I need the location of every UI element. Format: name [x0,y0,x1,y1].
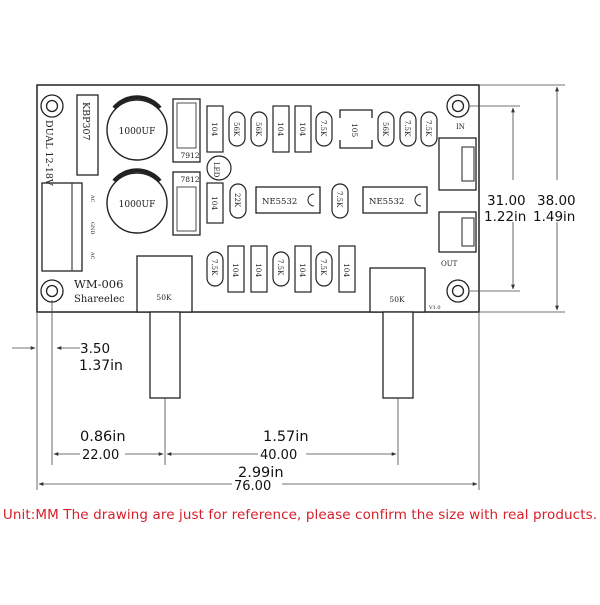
mounting-hole-top-left [40,94,64,118]
component-7-5k: 7.5K [315,111,333,147]
regulator-7812: 7812 [172,171,201,236]
component-104: 104 [338,245,356,293]
dimension-total-height-in: 1.49in [533,209,575,225]
dimension-height-mm: 31.00 [487,193,526,209]
capacitor-1-label: 1000UF [119,127,156,137]
power-label: DUAL 12-18V [43,120,54,186]
component-56k: 56K [250,111,268,147]
dimension-pot-spacing-in: 1.57in [263,429,309,445]
output-connector: OUT [438,211,477,268]
input-connector: IN [438,123,477,191]
mounting-hole-bottom-right [446,279,470,303]
top-component-row: 104 56K 56K 104 104 7.5K 105 56K 7.5K 7.… [206,105,438,153]
regulator-7912-label: 7912 [180,151,199,160]
dimension-height-31mm [470,105,520,292]
board-name: WM-006 [74,277,123,291]
svg-text:7.5K: 7.5K [210,259,218,276]
power-terminal-block [41,182,83,272]
svg-text:104: 104 [254,263,263,278]
bottom-component-row: 7.5K 104 104 7.5K 104 7.5K 104 [206,245,356,293]
board-brand: Shareelec [74,294,125,305]
regulator-7812-label: 7812 [180,175,199,184]
mounting-hole-top-right [446,94,470,118]
svg-text:104: 104 [276,122,285,137]
svg-text:22K: 22K [233,193,241,208]
mounting-hole-bottom-left [40,279,64,303]
component-104: 104 [250,245,268,293]
dimension-pot1-offset-mm: 22.00 [82,448,119,463]
dimension-pot1-offset-in: 0.86in [80,429,126,445]
terminal-ac2-label: AC [89,251,95,260]
component-104: 104 [294,245,312,293]
component-7-5k: 7.5K [399,111,417,147]
input-label: IN [456,123,465,131]
svg-text:7.5K: 7.5K [319,259,327,276]
component-7-5k: 7.5K [272,251,290,287]
component-7-5k: 7.5K [315,251,333,287]
svg-text:56K: 56K [232,122,240,137]
component-22k: 22K [229,183,247,219]
potentiometer-1: 50K [136,255,193,399]
capacitor-1: 1000UF [106,95,168,161]
dimension-height-38mm [480,84,565,313]
capacitor-2: 1000UF [106,168,168,234]
potentiometer-2-label: 50K [389,295,405,304]
svg-text:7.5K: 7.5K [403,120,411,137]
component-7-5k: 7.5K [420,111,438,147]
bridge-rectifier [76,94,99,176]
svg-text:104: 104 [210,122,219,137]
ic-2-label: NE5532 [369,197,404,207]
reference-note: Unit:MM The drawing are just for referen… [2,507,598,523]
component-104: 104 [227,245,245,293]
dimension-hole-mm: 3.50 [80,341,110,357]
svg-text:104: 104 [298,122,307,137]
svg-text:7.5K: 7.5K [424,120,432,137]
ic-1-label: NE5532 [262,197,297,207]
svg-text:56K: 56K [381,122,389,137]
board-version: V1.0 [428,305,441,311]
terminal-ac-label: AC [89,194,95,203]
dimension-pot-spacing-mm: 40.00 [260,448,297,463]
terminal-gnd-label: GND [89,222,95,234]
svg-text:105: 105 [350,123,359,138]
svg-text:104: 104 [298,263,307,278]
component-7-5k: 7.5K [331,183,349,219]
dimension-total-width-in: 2.99in [238,465,284,481]
component-104: 104 [206,182,224,224]
component-104: 104 [206,105,224,153]
svg-text:7.5K: 7.5K [276,259,284,276]
capacitor-2-label: 1000UF [119,200,156,210]
ic-1: NE5532 [255,186,321,214]
extension-lines [36,300,480,490]
led: LED [206,155,232,181]
component-105: 105 [339,109,373,149]
svg-text:104: 104 [231,263,240,278]
dimension-hole-in: 1.37in [79,358,123,374]
svg-text:104: 104 [210,196,219,211]
component-7-5k: 7.5K [206,251,224,287]
output-label: OUT [441,260,458,268]
dimension-total-width-mm: 76.00 [234,479,271,494]
svg-text:7.5K: 7.5K [335,191,343,208]
regulator-7912: 7912 [172,98,201,163]
ic-2: NE5532 [362,186,428,214]
svg-text:104: 104 [342,263,351,278]
component-56k: 56K [377,111,395,147]
led-label: LED [212,162,220,178]
svg-text:7.5K: 7.5K [319,120,327,137]
component-104: 104 [272,105,290,153]
component-56k: 56K [228,111,246,147]
dimension-height-in: 1.22in [484,209,526,225]
rectifier-label: KBP307 [80,102,91,141]
potentiometer-2: 50K [369,267,426,399]
dimension-total-height-mm: 38.00 [537,193,576,209]
component-104: 104 [294,105,312,153]
svg-text:56K: 56K [254,122,262,137]
potentiometer-1-label: 50K [156,293,172,302]
